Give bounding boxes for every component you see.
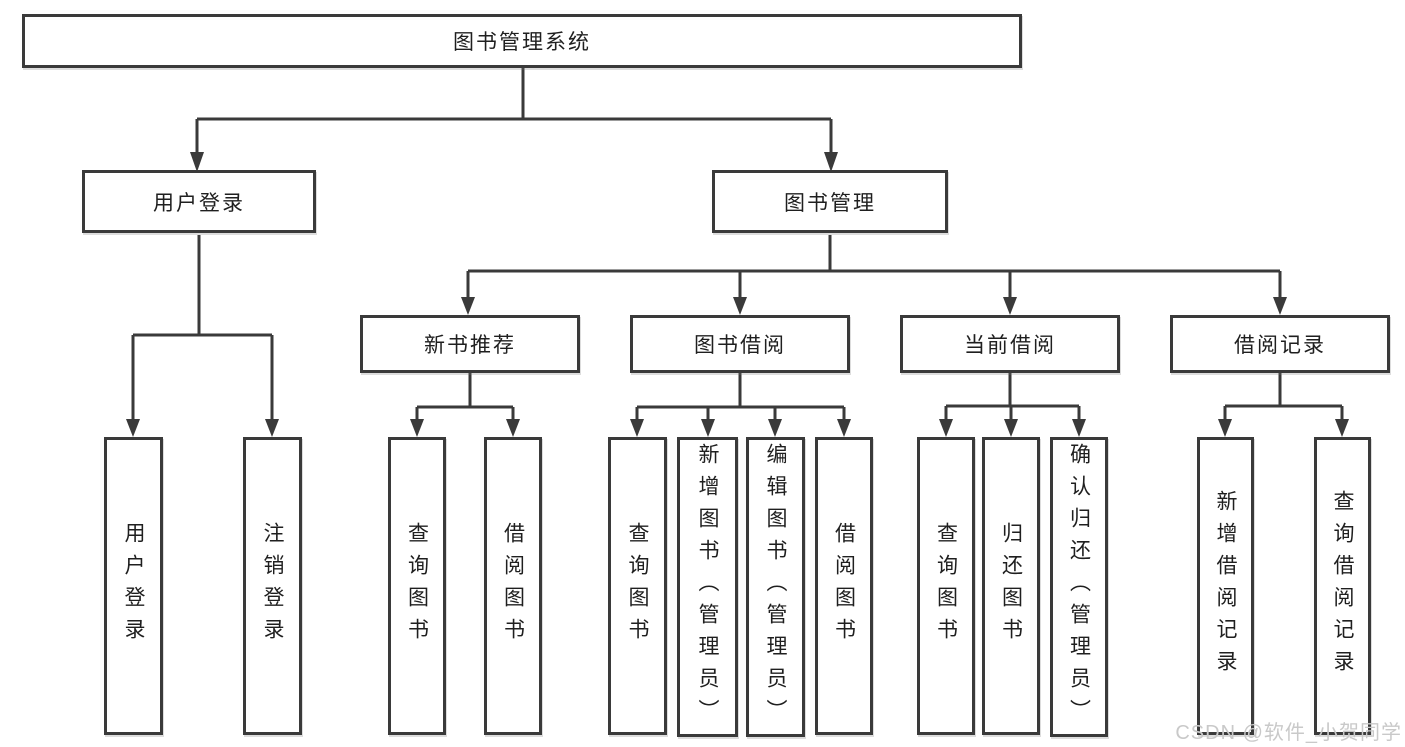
leaf-add-borrow-record: 新增借阅记录	[1197, 437, 1254, 735]
leaf-user-login: 用户登录	[104, 437, 163, 735]
node-current-borrowing: 当前借阅	[900, 315, 1120, 373]
connector-book-borrowing-to-leaves	[630, 373, 851, 437]
leaf-return-books: 归还图书	[982, 437, 1040, 735]
leaf-add-books-admin: 新增图书（管理员）	[677, 437, 738, 737]
node-new-book-recommendation: 新书推荐	[360, 315, 580, 373]
leaf-confirm-return-admin: 确认归还（管理员）	[1050, 437, 1108, 737]
node-library-management-system: 图书管理系统	[22, 14, 1022, 68]
leaf-label: 用户登录	[122, 522, 145, 650]
connector-borrowing-records-to-leaves	[1218, 373, 1349, 437]
node-label: 用户登录	[153, 191, 245, 215]
leaf-borrow-books-borrowing: 借阅图书	[815, 437, 873, 735]
leaf-label: 借阅图书	[832, 522, 856, 650]
node-user-login: 用户登录	[82, 170, 316, 233]
node-label: 图书管理系统	[453, 31, 591, 54]
leaf-query-books-borrowing: 查询图书	[608, 437, 667, 735]
connector-root-to-level2	[190, 68, 838, 172]
node-book-borrowing: 图书借阅	[630, 315, 850, 373]
connector-current-borrowing-to-leaves	[939, 373, 1086, 437]
connector-user-login-to-leaves	[126, 235, 279, 437]
leaf-label: 编辑图书（管理员）	[764, 443, 787, 731]
node-label: 图书管理	[784, 191, 876, 215]
node-book-management: 图书管理	[712, 170, 948, 233]
leaf-label: 归还图书	[999, 522, 1023, 650]
node-label: 借阅记录	[1234, 334, 1326, 357]
connector-new-book-recommendation-to-leaves	[410, 373, 520, 437]
leaf-label: 查询借阅记录	[1331, 490, 1354, 682]
node-borrowing-records: 借阅记录	[1170, 315, 1390, 373]
leaf-edit-books-admin: 编辑图书（管理员）	[746, 437, 805, 737]
leaf-query-borrow-record: 查询借阅记录	[1314, 437, 1371, 735]
leaf-logout: 注销登录	[243, 437, 302, 735]
leaf-borrow-books-recommend: 借阅图书	[484, 437, 542, 735]
node-label: 图书借阅	[694, 334, 786, 357]
connector-book-management-to-level3	[461, 235, 1287, 315]
leaf-label: 查询图书	[405, 522, 429, 650]
leaf-query-books-current: 查询图书	[917, 437, 975, 735]
leaf-label: 新增借阅记录	[1214, 490, 1237, 682]
leaf-label: 注销登录	[261, 522, 284, 650]
leaf-label: 查询图书	[934, 522, 958, 650]
leaf-label: 确认归还（管理员）	[1067, 443, 1091, 731]
leaf-label: 查询图书	[626, 522, 649, 650]
leaf-query-books-recommend: 查询图书	[388, 437, 446, 735]
leaf-label: 新增图书（管理员）	[696, 443, 719, 731]
node-label: 当前借阅	[964, 334, 1056, 357]
node-label: 新书推荐	[424, 334, 516, 357]
leaf-label: 借阅图书	[501, 522, 525, 650]
